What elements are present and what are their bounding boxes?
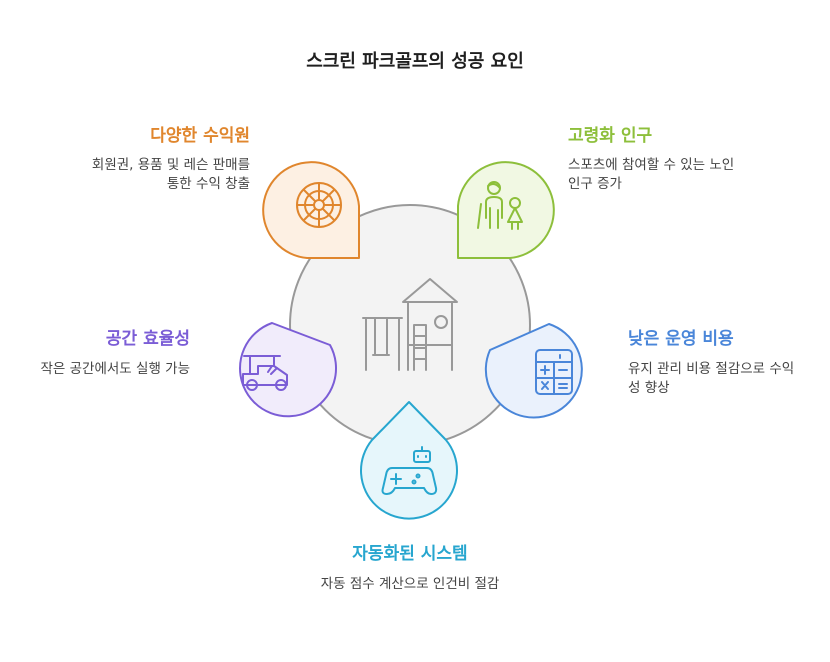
golf-cart-icon	[242, 355, 288, 391]
cost-heading: 낮은 운영 비용	[628, 329, 734, 349]
automation-description: 자동 점수 계산으로 인건비 절감	[320, 576, 500, 592]
revenue-description: 회원권, 용품 및 레슨 판매를 통한 수익 창출	[91, 157, 250, 192]
automation-heading: 자동화된 시스템	[352, 544, 468, 564]
roulette-wheel-icon	[296, 182, 342, 228]
calculator-icon	[535, 349, 573, 395]
space-teardrop	[239, 322, 337, 418]
space-heading: 공간 효율성	[105, 329, 190, 349]
aging-teardrop	[457, 161, 555, 259]
automation-teardrop	[360, 401, 458, 520]
aging-description: 스포츠에 참여할 수 있는 노인 인구 증가	[568, 157, 735, 192]
space-description: 작은 공간에서도 실행 가능	[40, 361, 191, 377]
revenue-heading: 다양한 수익원	[150, 126, 250, 146]
revenue-teardrop	[262, 161, 360, 259]
diagram-title: 스크린 파크골프의 성공 요인	[306, 51, 524, 72]
aging-heading: 고령화 인구	[568, 126, 653, 146]
cost-description: 유지 관리 비용 절감으로 수익성 향상	[628, 361, 795, 396]
game-controller-icon	[381, 446, 438, 495]
playground-icon	[362, 278, 458, 371]
elderly-couple-icon	[477, 181, 523, 230]
